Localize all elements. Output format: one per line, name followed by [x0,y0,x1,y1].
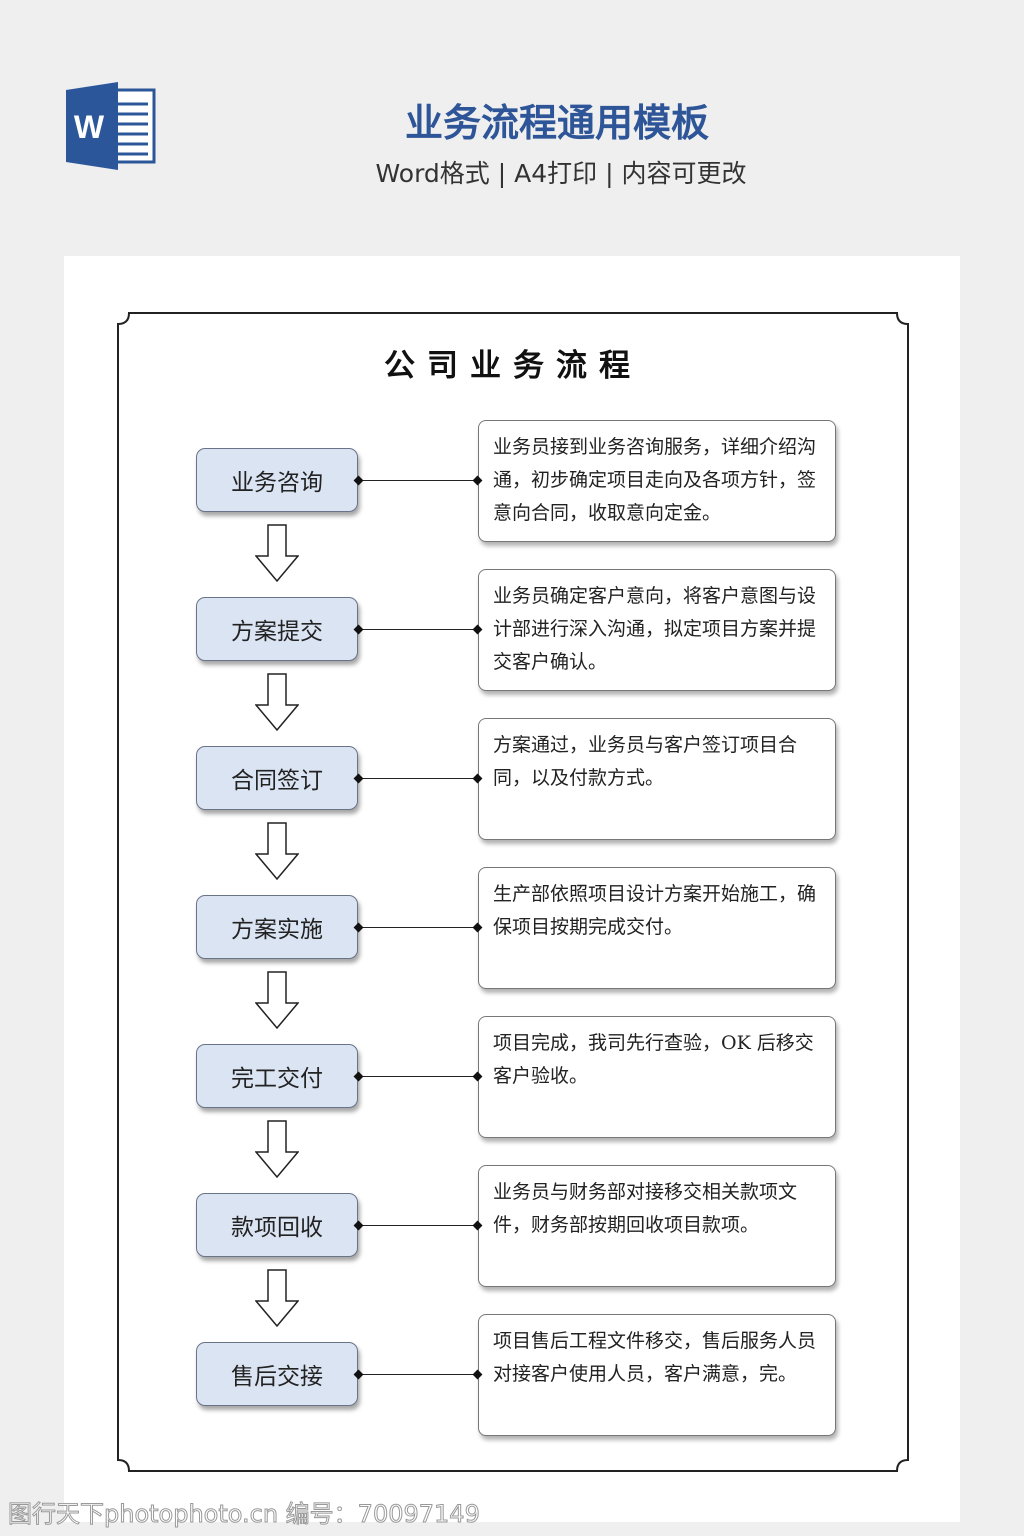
watermark: 图行天下photophoto.cn 编号：70097149 [8,1500,481,1529]
step-description: 方案通过，业务员与客户签订项目合同，以及付款方式。 [478,718,836,840]
flow-title: 公司业务流程 [384,348,642,384]
svg-text:W: W [74,109,105,145]
connector-line [358,629,478,630]
flow-step: 业务咨询 [196,448,358,512]
down-arrow-icon [255,1120,299,1178]
connector-line [358,927,478,928]
connector-line [358,1225,478,1226]
down-arrow-icon [255,822,299,880]
step-description: 生产部依照项目设计方案开始施工，确保项目按期完成交付。 [478,867,836,989]
flow-step: 合同签订 [196,746,358,810]
connector-line [358,1374,478,1375]
flow-step: 方案提交 [196,597,358,661]
document-frame [117,312,909,1472]
step-description: 项目完成，我司先行查验，OK 后移交客户验收。 [478,1016,836,1138]
flow-step: 方案实施 [196,895,358,959]
connector-line [358,480,478,481]
flow-step: 售后交接 [196,1342,358,1406]
connector-line [358,1076,478,1077]
connector-line [358,778,478,779]
template-title: 业务流程通用模板 [404,101,709,145]
step-description: 业务员确定客户意向，将客户意图与设计部进行深入沟通，拟定项目方案并提交客户确认。 [478,569,836,691]
down-arrow-icon [255,673,299,731]
word-logo-icon: W [66,82,156,170]
step-description: 业务员与财务部对接移交相关款项文件，财务部按期回收项目款项。 [478,1165,836,1287]
step-description: 业务员接到业务咨询服务，详细介绍沟通，初步确定项目走向及各项方针，签意向合同，收… [478,420,836,542]
down-arrow-icon [255,1269,299,1327]
template-subtitle: Word格式 | A4打印 | 内容可更改 [375,159,747,188]
step-description: 项目售后工程文件移交，售后服务人员对接客户使用人员，客户满意，完。 [478,1314,836,1436]
down-arrow-icon [255,971,299,1029]
down-arrow-icon [255,524,299,582]
flow-step: 款项回收 [196,1193,358,1257]
flow-step: 完工交付 [196,1044,358,1108]
